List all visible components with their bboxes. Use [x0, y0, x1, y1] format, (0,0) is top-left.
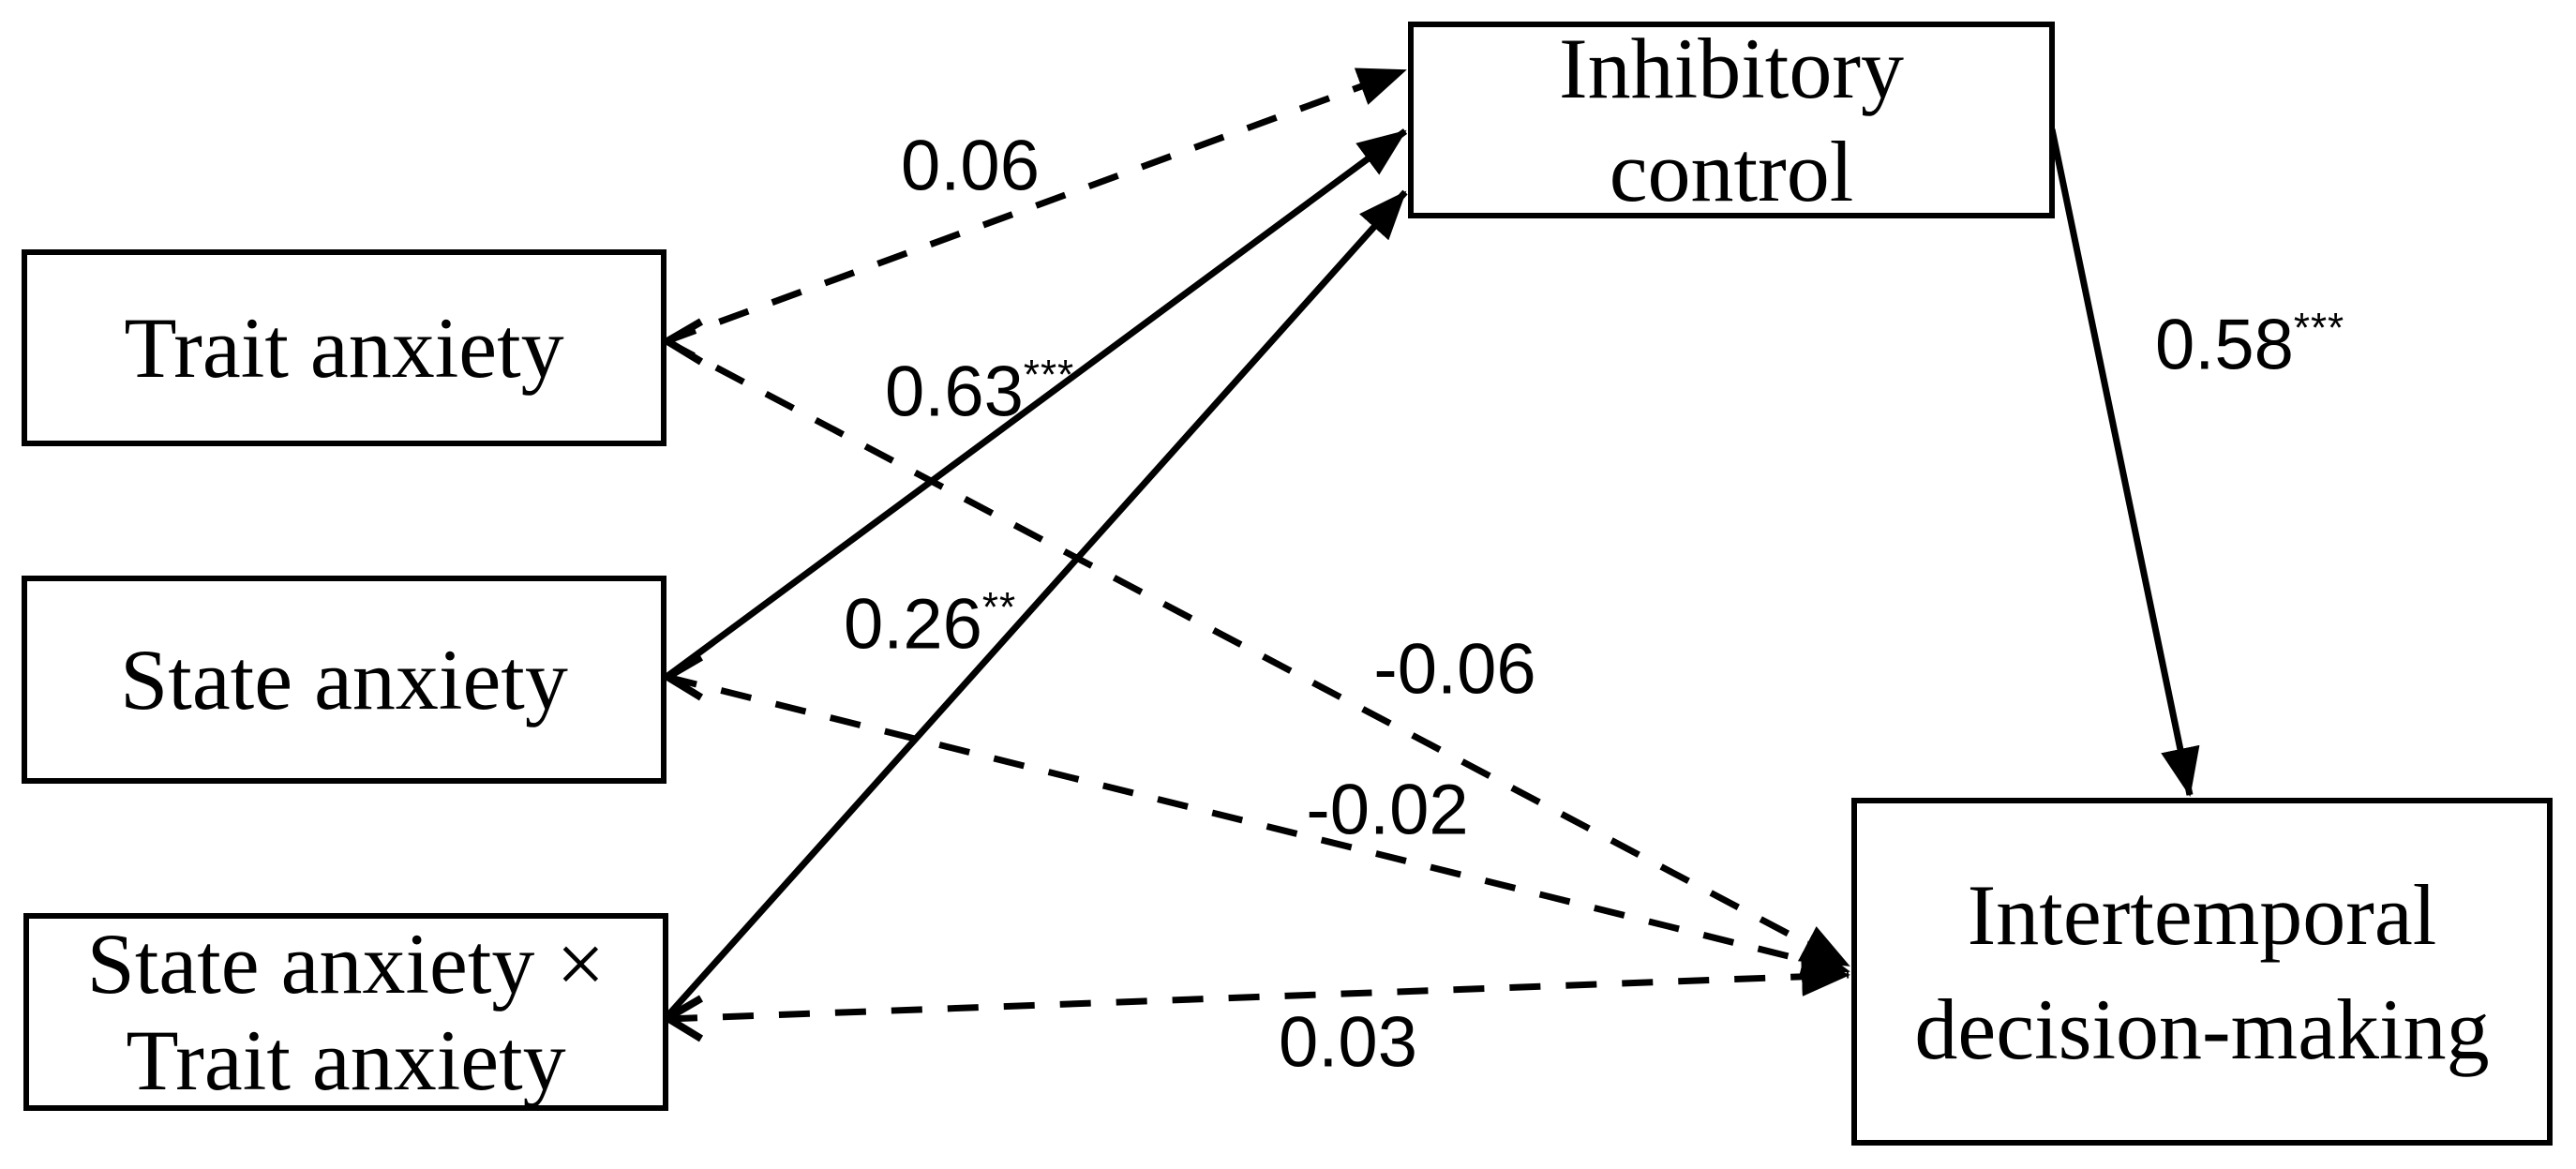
coefficient-state-to-intertemporal: -0.02: [1306, 770, 1468, 851]
coefficient-value: 0.06: [901, 126, 1040, 206]
coefficient-value: 0.58: [2154, 305, 2294, 385]
path-interaction-to-inhibitory: [664, 189, 1408, 1020]
node-state-anxiety-label: State anxiety: [120, 632, 568, 727]
significance-stars: ***: [2293, 305, 2345, 352]
coefficient-value: 0.03: [1279, 1002, 1417, 1083]
node-interaction-label-line1: State anxiety ×: [86, 915, 606, 1012]
coefficient-value: 0.26: [844, 584, 982, 665]
coefficient-trait-to-inhibitory: 0.06: [901, 126, 1040, 207]
reverse-arrowhead-trait: [660, 318, 704, 366]
node-inhibitory-label-line1: Inhibitory: [1559, 21, 1904, 116]
coefficient-interaction-to-intertemporal: 0.03: [1279, 1002, 1417, 1084]
node-inhibitory-control: Inhibitory control: [1408, 21, 2055, 219]
coefficient-trait-to-intertemporal: -0.06: [1373, 629, 1535, 711]
node-intertemporal-label-line1: Intertemporal: [1967, 866, 2437, 963]
coefficient-value: -0.06: [1373, 629, 1536, 710]
node-intertemporal-decision-making: Intertemporal decision-making: [1851, 798, 2553, 1146]
node-intertemporal-label-line2: decision-making: [1914, 981, 2490, 1077]
path-trait-to-inhibitory: [665, 67, 1407, 345]
path-state-to-inhibitory: [664, 128, 1408, 680]
coefficient-value: 0.63: [884, 352, 1024, 432]
reverse-arrowhead-state: [660, 653, 704, 701]
coefficient-value: -0.02: [1306, 770, 1469, 850]
node-trait-anxiety: Trait anxiety: [22, 249, 666, 446]
node-interaction-label-line2: Trait anxiety: [126, 1012, 566, 1108]
node-state-x-trait-interaction: State anxiety × Trait anxiety: [23, 913, 668, 1111]
path-inhibitory-to-intertemporal: [2048, 128, 2200, 797]
node-state-anxiety: State anxiety: [22, 576, 666, 784]
node-inhibitory-label-line2: control: [1609, 124, 1854, 219]
path-state-to-intertemporal: [666, 673, 1850, 980]
coefficient-state-to-inhibitory: 0.63***: [885, 352, 1074, 433]
significance-stars: ***: [1023, 352, 1075, 398]
path-interaction-to-intertemporal: [666, 956, 1850, 1023]
coefficient-interaction-to-inhibitory: 0.26**: [844, 584, 1016, 666]
significance-stars: **: [981, 584, 1016, 631]
node-trait-anxiety-label: Trait anxiety: [124, 300, 564, 396]
coefficient-inhibitory-to-intertemporal: 0.58***: [2155, 305, 2344, 386]
